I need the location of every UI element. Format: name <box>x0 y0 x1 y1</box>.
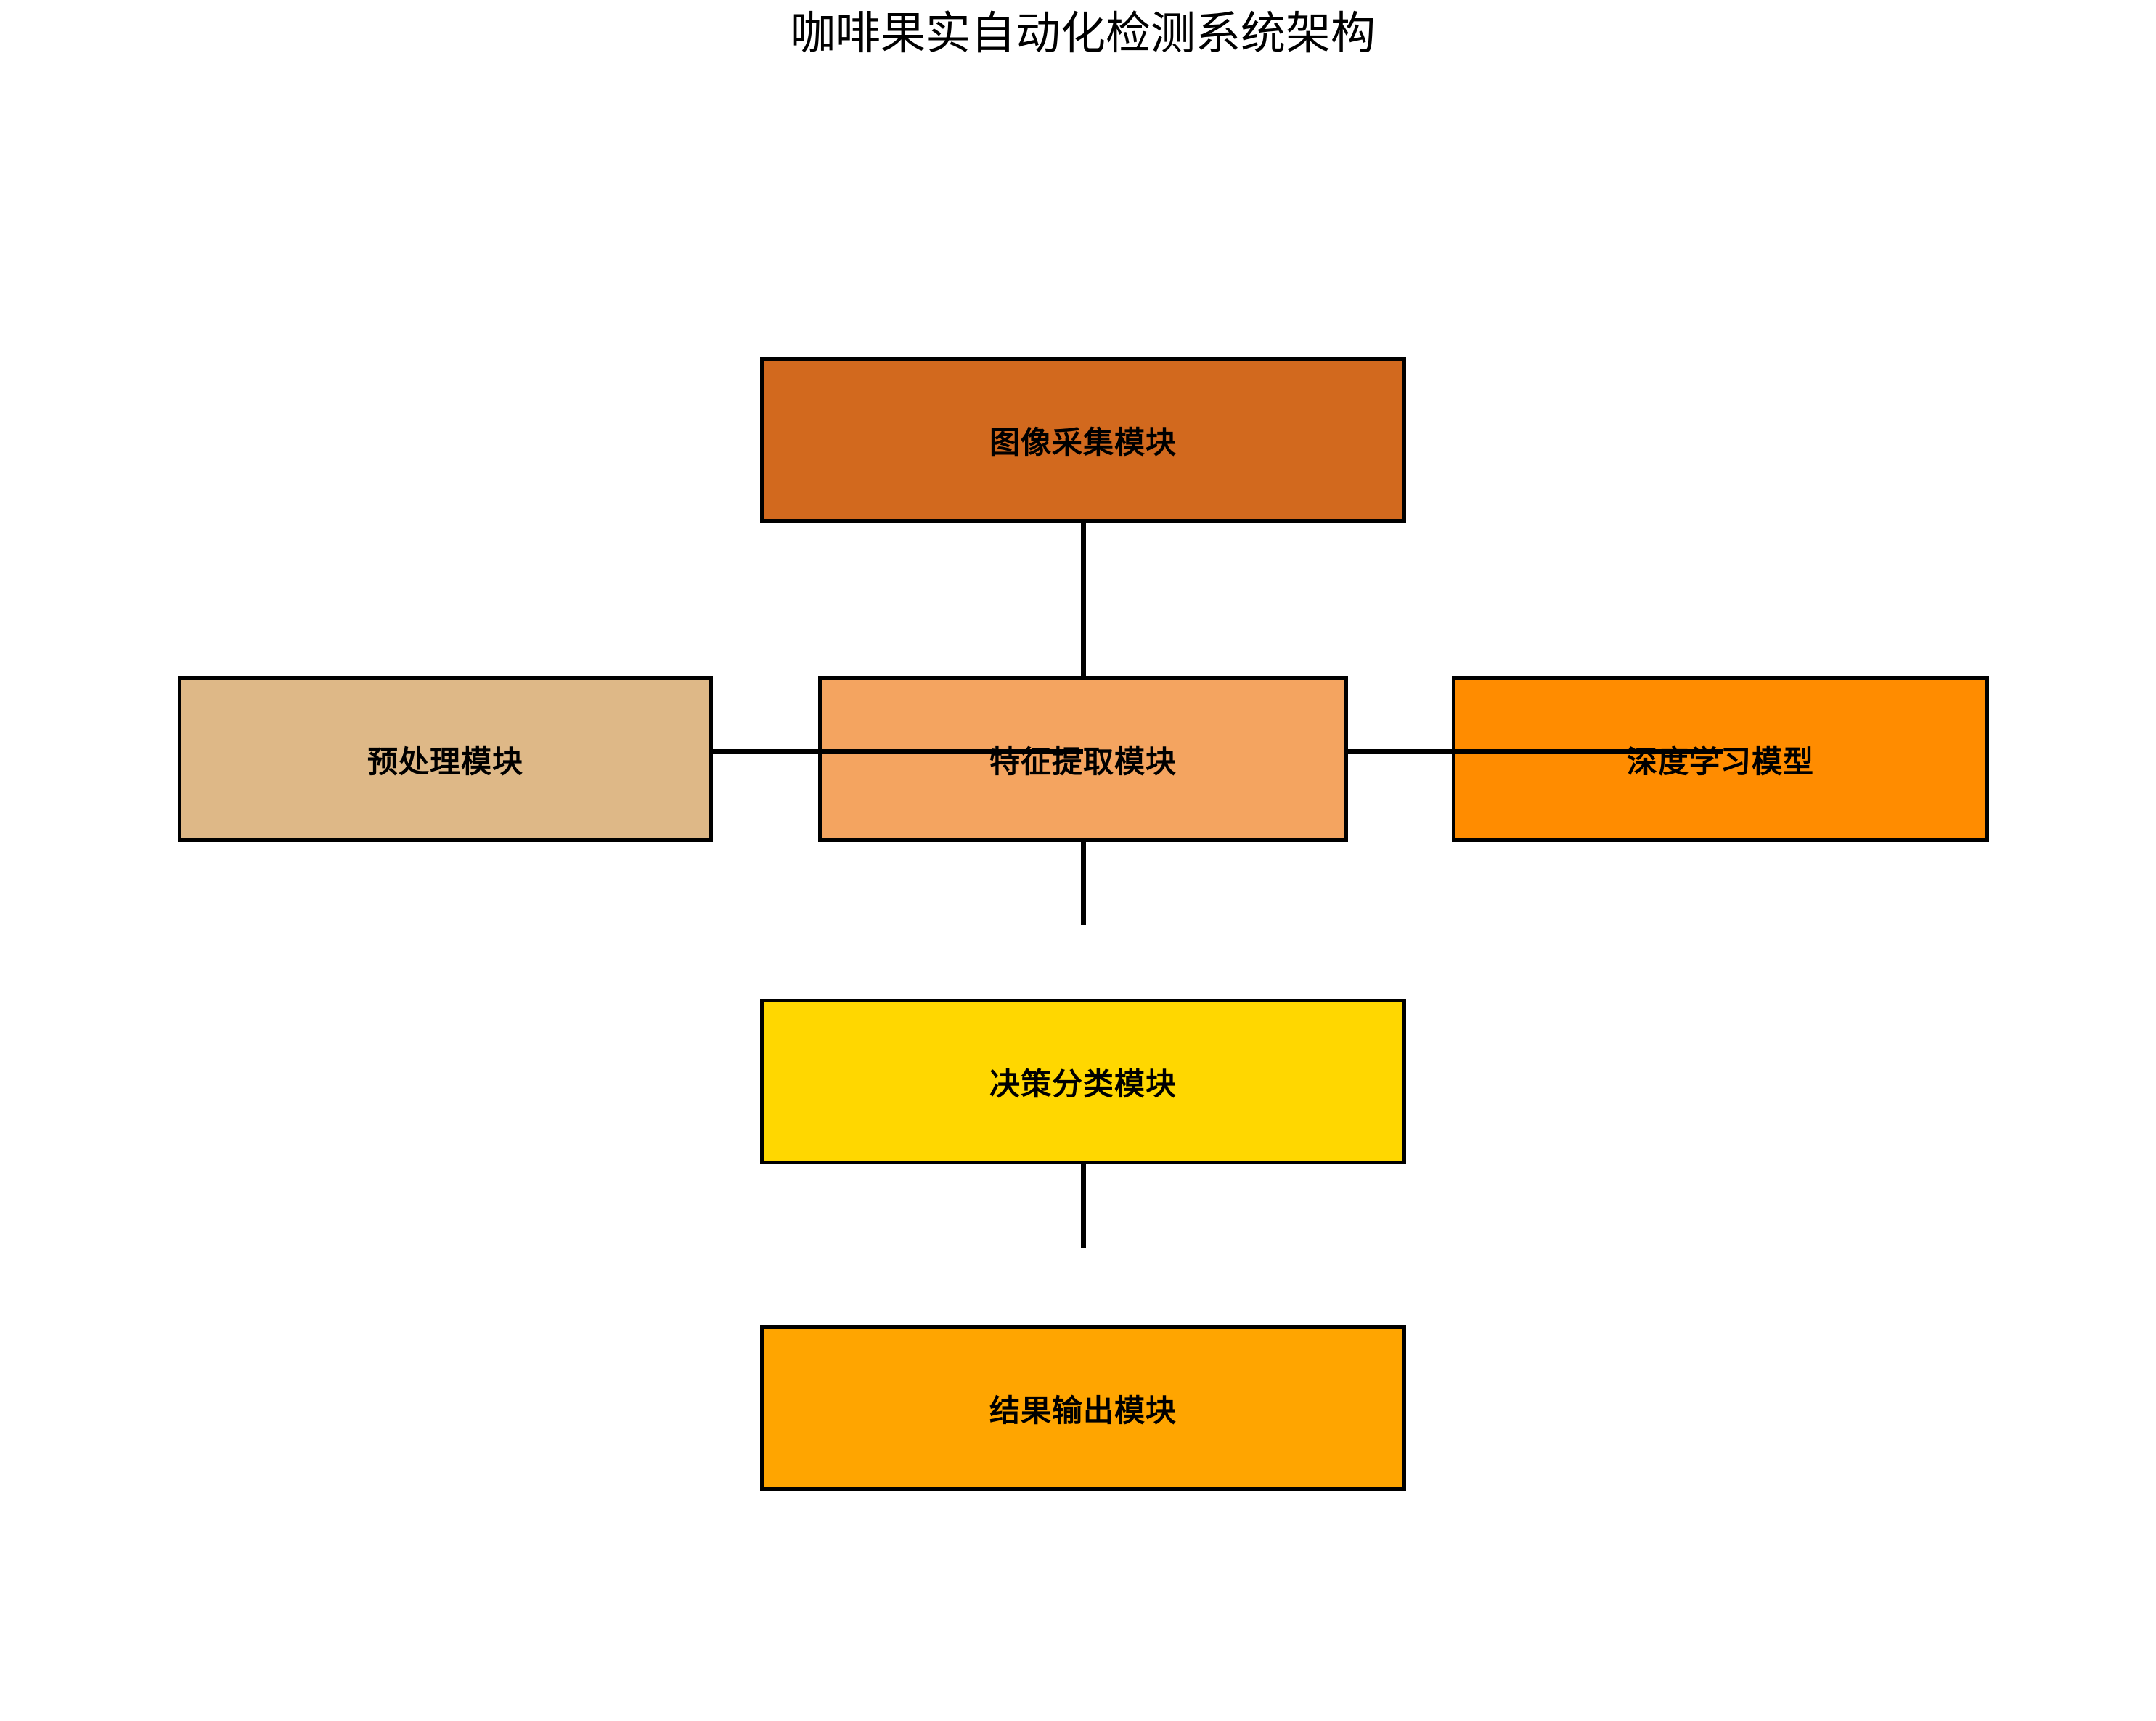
node-preprocessing: 预处理模块 <box>178 676 713 842</box>
node-decision-classification: 决策分类模块 <box>760 999 1406 1164</box>
edge-preprocessing-to-feature-line <box>710 749 1083 754</box>
node-deep-learning-model: 深度学习模型 <box>1452 676 1989 842</box>
node-result-output-label: 结果输出模块 <box>989 1393 1177 1428</box>
diagram-title: 咖啡果实自动化检测系统架构 <box>790 9 1376 59</box>
edge-decision-to-output-line <box>1081 1161 1086 1248</box>
node-image-acquisition-label: 图像采集模块 <box>989 425 1177 459</box>
node-decision-classification-label: 决策分类模块 <box>989 1066 1177 1101</box>
node-deep-learning-label: 深度学习模型 <box>1626 744 1814 779</box>
edge-feature-to-decision-line <box>1081 839 1086 925</box>
edge-acquisition-to-feature-line <box>1081 515 1086 682</box>
node-feature-extraction: 特征提取模块 <box>818 676 1348 842</box>
node-image-acquisition: 图像采集模块 <box>760 357 1406 523</box>
node-feature-extraction-label: 特征提取模块 <box>989 744 1177 779</box>
node-preprocessing-label: 预处理模块 <box>367 744 523 779</box>
edge-feature-to-deeplearning-line <box>1344 749 1723 754</box>
node-result-output: 结果输出模块 <box>760 1325 1406 1491</box>
